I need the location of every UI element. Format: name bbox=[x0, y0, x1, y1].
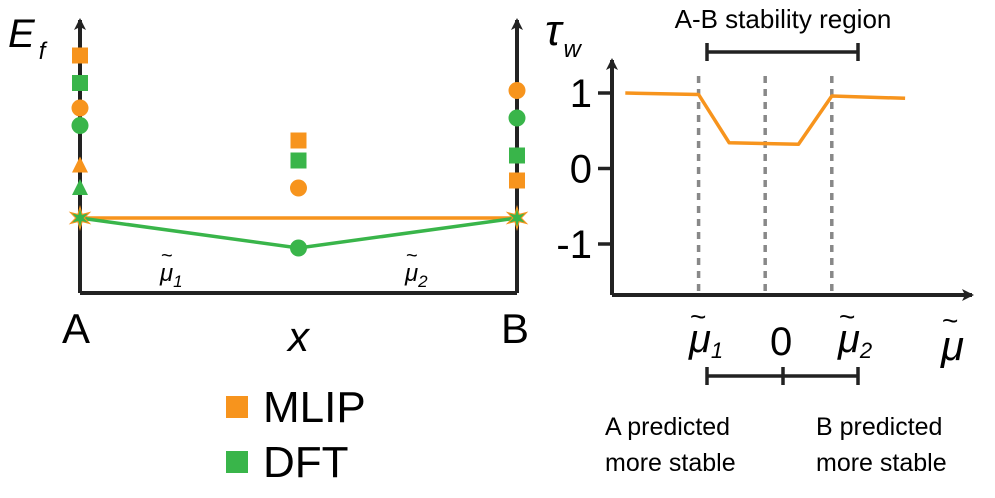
annotation-a-line2: more stable bbox=[605, 449, 736, 477]
point-dft-star-3 bbox=[72, 209, 88, 227]
point-dft-star-8 bbox=[509, 209, 525, 227]
right-x-label: μ bbox=[940, 322, 964, 369]
annotation-b-line1: B predicted bbox=[816, 413, 942, 441]
mu2-label: μ2 bbox=[404, 260, 428, 291]
left-y-label-sub: f bbox=[39, 38, 48, 65]
mu1-tilde: ~ bbox=[161, 245, 173, 267]
mu1-label: μ1 bbox=[159, 260, 183, 291]
end-label-a: A bbox=[62, 305, 90, 352]
point-mlip-circle-6 bbox=[508, 82, 526, 99]
mu2-tilde: ~ bbox=[406, 245, 418, 267]
point-dft-triangle-2 bbox=[72, 179, 88, 195]
annotation-b-line2: more stable bbox=[816, 449, 947, 477]
x-tick-mu1-tilde: ~ bbox=[690, 301, 706, 332]
point-dft-square-4 bbox=[290, 152, 307, 169]
left-x-label: x bbox=[286, 313, 311, 360]
x-tick-mu2-tilde: ~ bbox=[839, 301, 855, 332]
legend-label-mlip: MLIP bbox=[263, 383, 366, 432]
right-y-label-sub: w bbox=[563, 36, 582, 63]
point-mlip-square-4 bbox=[290, 132, 307, 149]
data-points bbox=[68, 47, 529, 257]
x-tick-mu2: μ2 bbox=[837, 317, 872, 363]
legend-label-dft: DFT bbox=[263, 438, 349, 487]
annotation-a-line1: A predicted bbox=[605, 413, 730, 441]
right-chart: 1 0 -1 τw A-B stability region μ1 ~ 0 μ2 ~… bbox=[545, 4, 974, 477]
y-tick-label-2: -1 bbox=[556, 223, 592, 267]
point-mlip-circle-5 bbox=[290, 179, 307, 197]
point-mlip-triangle-2 bbox=[72, 156, 88, 173]
right-x-label-tilde: ~ bbox=[942, 305, 958, 336]
x-tick-mu1: μ1 bbox=[688, 317, 723, 363]
point-dft-circle-5 bbox=[290, 239, 307, 257]
stability-region-label: A-B stability region bbox=[675, 4, 892, 34]
tau-w-line bbox=[625, 91, 906, 147]
legend-swatch-mlip bbox=[226, 396, 248, 418]
x-tick-zero: 0 bbox=[770, 320, 792, 364]
legend-swatch-dft bbox=[226, 451, 248, 473]
point-dft-square-7 bbox=[509, 147, 525, 164]
annotation-a: A predicted more stable bbox=[605, 413, 736, 477]
point-dft-square-0 bbox=[72, 75, 88, 91]
dashed-guides bbox=[696, 76, 834, 293]
legend: MLIP DFT bbox=[226, 383, 366, 487]
point-dft-circle-6 bbox=[508, 109, 526, 127]
end-label-b: B bbox=[501, 305, 529, 352]
y-tick-label-1: 0 bbox=[570, 148, 592, 192]
point-mlip-square-0 bbox=[72, 47, 88, 64]
y-tick-label-0: 1 bbox=[570, 72, 592, 116]
x-tick-labels: μ1 ~ 0 μ2 ~ μ ~ bbox=[688, 301, 964, 369]
prediction-bracket bbox=[705, 367, 860, 385]
right-y-label: τw bbox=[545, 6, 582, 63]
point-mlip-square-7 bbox=[509, 172, 525, 189]
y-ticks: 1 0 -1 bbox=[556, 72, 612, 267]
stability-region-bracket: A-B stability region bbox=[675, 4, 892, 61]
annotation-b: B predicted more stable bbox=[816, 413, 947, 477]
point-dft-circle-1 bbox=[71, 117, 89, 134]
point-mlip-circle-1 bbox=[71, 99, 89, 117]
